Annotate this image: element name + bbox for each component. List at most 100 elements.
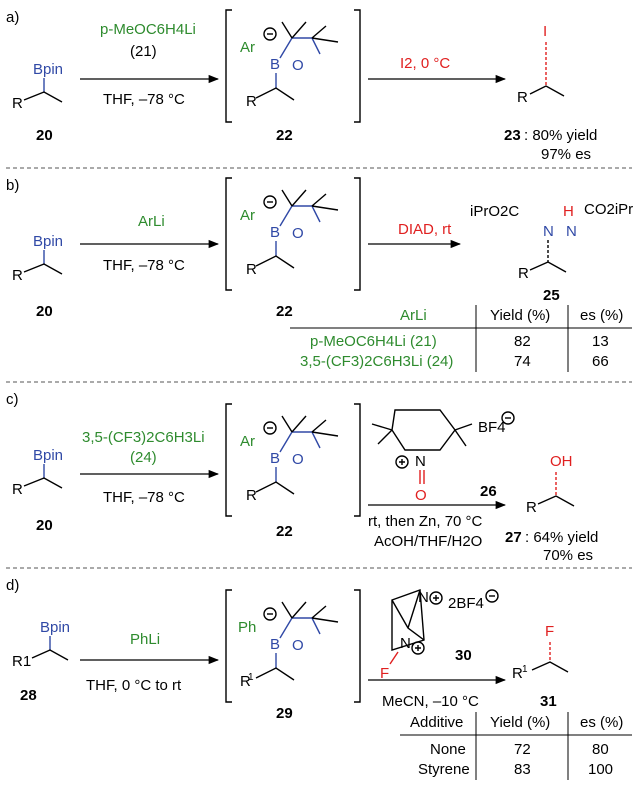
panel-b-tag: b) (6, 177, 19, 194)
table-row-2-es: 66 (592, 353, 609, 370)
alkyl-chain (23, 91, 63, 103)
panel-c-tag: c) (6, 391, 19, 408)
fluorine-atom-label: F (545, 623, 554, 640)
counterion-label: 2BF4 (448, 595, 484, 612)
table-row-2-es: 100 (588, 761, 613, 778)
panel-d-starting-material: Bpin R1 28 (12, 619, 70, 704)
panel-c-product: OH R 27 : 64% yield 70% es (505, 453, 598, 564)
compound-number-22: 22 (276, 303, 293, 320)
panel-a-boronate-intermediate: Ar B O R 22 (225, 9, 361, 144)
svg-text:R: R (518, 265, 529, 282)
counterion-label: BF4 (478, 419, 506, 436)
svg-text:1: 1 (522, 664, 528, 675)
panel-d-product: F R 1 31 (512, 623, 569, 710)
svg-text:B: B (270, 224, 280, 241)
panel-d-boronate-intermediate: Ph B O R 1 29 (225, 589, 361, 722)
negative-charge-icon (263, 27, 277, 41)
oxo-nitrogen-label: N (415, 453, 426, 470)
selectfluor-f-label: F (380, 665, 389, 682)
bracket-left (225, 9, 232, 123)
table-row-2-additive: Styrene (418, 761, 470, 778)
table-row-1-arli: p-MeOC6H4Li (21) (310, 333, 437, 350)
ester-left-label: iPrO2C (470, 203, 519, 220)
negative-charge-icon (263, 421, 277, 435)
compound-number-31: 31 (540, 693, 557, 710)
svg-text:O: O (292, 225, 304, 242)
compound-number-26: 26 (480, 483, 497, 500)
reaction-conditions-line1: rt, then Zn, 70 °C (368, 513, 483, 530)
table-header-es: es (%) (580, 714, 623, 731)
positive-charge-icon (429, 591, 443, 605)
r1-group-label: R1 (12, 653, 31, 670)
svg-text:N: N (400, 635, 411, 652)
panel-a-starting-material: Bpin R 20 (12, 61, 63, 144)
compound-number-22: 22 (276, 127, 293, 144)
svg-text:R: R (512, 665, 523, 682)
negative-charge-icon (501, 411, 515, 425)
reagent-aryllithium: p-MeOC6H4Li (100, 21, 196, 38)
panel-b-product: iPrO2C N H N CO2iPr R 25 (470, 201, 633, 304)
r-group-label: R (517, 89, 528, 106)
compound-number-28: 28 (20, 687, 37, 704)
table-row-2-yield: 74 (514, 353, 531, 370)
svg-text:R: R (240, 673, 251, 690)
table-row-1-yield: 72 (514, 741, 531, 758)
reagent-iodine: I2, 0 °C (400, 55, 450, 72)
reagent-number: (21) (130, 43, 157, 60)
negative-charge-icon (263, 195, 277, 209)
table-row-1-es: 80 (592, 741, 609, 758)
product-yield: : 64% yield (525, 529, 598, 546)
panel-a-product: I R 23 : 80% yield 97% es (504, 23, 597, 163)
iodine-atom-label: I (543, 23, 547, 40)
boron-label: B (270, 56, 280, 73)
reagent-aryllithium: ArLi (138, 213, 165, 230)
selectfluor-reagent: N N F 2BF4 30 (380, 589, 499, 682)
panel-c-boronate-intermediate: Ar B O R 22 (225, 403, 361, 540)
panel-b-table: ArLi Yield (%) es (%) p-MeOC6H4Li (21) 8… (290, 305, 632, 372)
table-header-yield: Yield (%) (490, 714, 550, 731)
table-row-1-yield: 82 (514, 333, 531, 350)
reagent-phenyllithium: PhLi (130, 631, 160, 648)
pinacol-methyls (281, 21, 339, 43)
compound-number-23: 23 (504, 127, 521, 144)
bpin-label: Bpin (33, 61, 63, 78)
reaction-conditions: MeCN, –10 °C (382, 693, 479, 710)
compound-number-30: 30 (455, 647, 472, 664)
positive-charge-icon (395, 455, 409, 469)
svg-text:N: N (418, 589, 429, 606)
compound-number-20: 20 (36, 127, 53, 144)
table-row-1-es: 13 (592, 333, 609, 350)
table-header-arli: ArLi (400, 307, 427, 324)
panel-c-starting-material: Bpin R 20 (12, 447, 63, 534)
negative-charge-icon (263, 607, 277, 621)
panel-d-tag: d) (6, 577, 19, 594)
reaction-conditions: THF, –78 °C (103, 257, 185, 274)
compound-number-29: 29 (276, 705, 293, 722)
compound-number-22: 22 (276, 523, 293, 540)
panel-a: a) Bpin R 20 p-MeOC6H4Li (21) THF, –78 °… (6, 9, 597, 163)
hydroxyl-label: OH (550, 453, 573, 470)
product-es: 70% es (543, 547, 593, 564)
piperidine-ring (391, 409, 456, 451)
pinacol-ring (279, 37, 321, 59)
reagent-aryllithium: 3,5-(CF3)2C6H3Li (82, 429, 205, 446)
svg-text:1: 1 (248, 672, 254, 683)
reaction-conditions-line2: AcOH/THF/H2O (374, 533, 482, 550)
compound-number-25: 25 (543, 287, 560, 304)
svg-text:O: O (292, 637, 304, 654)
table-row-2-arli: 3,5-(CF3)2C6H3Li (24) (300, 353, 453, 370)
nh-h-label: H (563, 203, 574, 220)
compound-number-27: 27 (505, 529, 522, 546)
table-row-2-yield: 83 (514, 761, 531, 778)
ester-right-label: CO2iPr (584, 201, 633, 218)
reaction-conditions: THF, –78 °C (103, 489, 185, 506)
r-group-label: R (246, 93, 257, 110)
product-es: 97% es (541, 146, 591, 163)
phenyl-label: Ph (238, 619, 256, 636)
panel-a-tag: a) (6, 9, 19, 26)
table-header-additive: Additive (410, 714, 463, 731)
reaction-conditions: THF, –78 °C (103, 91, 185, 108)
table-header-es: es (%) (580, 307, 623, 324)
svg-text:Ar: Ar (240, 207, 255, 224)
